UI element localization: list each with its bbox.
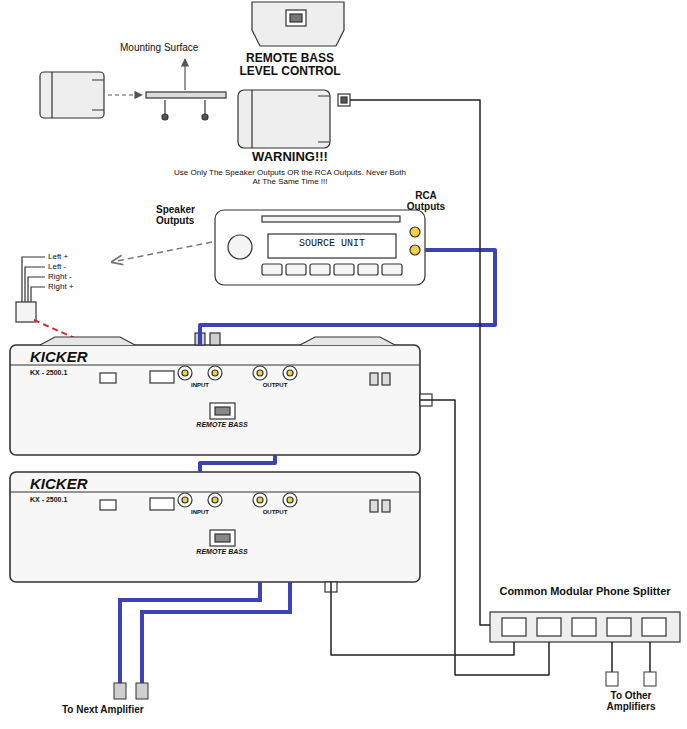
phone-splitter-body <box>490 612 680 642</box>
wire-label: Right - <box>48 272 72 281</box>
wire-label: Left + <box>48 252 68 261</box>
port-label: Speaker Outputs <box>156 204 212 226</box>
speaker-output-arrow <box>112 242 212 262</box>
source-unit-body <box>215 210 425 285</box>
speaker-harness <box>16 257 45 322</box>
port-label: REMOTE BASS <box>196 548 248 555</box>
remote-bass-control: REMOTE BASS LEVEL CONTROL <box>230 52 350 152</box>
phone-cable <box>612 642 650 672</box>
node-heading: Common Modular Phone Splitter <box>490 585 680 597</box>
source-unit: SOURCE UNIT <box>215 210 425 285</box>
port-label: INPUT <box>172 382 228 389</box>
port-label: RCA Outputs <box>398 190 454 212</box>
phone-cable <box>331 582 514 655</box>
rca-cable <box>120 582 290 685</box>
amplifier-body <box>10 472 420 592</box>
port-label: REMOTE BASS <box>196 421 248 428</box>
port-label: OUTPUT <box>247 382 303 389</box>
phone-plug <box>606 672 656 686</box>
wire-label: Left - <box>48 262 66 271</box>
mounting-detail <box>40 59 226 120</box>
amplifier: KICKER KX - 2500.1INPUT OUTPUT REMOTE BASS <box>10 345 420 455</box>
model-number: KX - 2500.1 <box>30 496 67 504</box>
rca-cable <box>200 250 495 345</box>
amplifier-body <box>10 333 432 455</box>
warning-heading: WARNING!!! <box>190 150 390 165</box>
phone-cable <box>420 400 549 675</box>
wire-label: Right + <box>48 282 74 291</box>
rca-plug <box>114 683 148 699</box>
mount-bracket <box>252 2 344 46</box>
model-number: KX - 2500.1 <box>30 369 67 377</box>
phone-splitter: Common Modular Phone Splitter <box>490 585 680 642</box>
rca-cable <box>200 455 275 472</box>
cable-note: To Next Amplifier <box>62 704 144 716</box>
remote-control-body <box>238 90 350 148</box>
node-heading: REMOTE BASS LEVEL CONTROL <box>230 52 350 78</box>
port-label: INPUT <box>172 509 228 516</box>
warning-note: Use Only The Speaker Outputs OR the RCA … <box>170 168 410 186</box>
part-label: Mounting Surface <box>120 42 198 54</box>
cable-note: To Other Amplifiers <box>585 690 677 712</box>
display-text: SOURCE UNIT <box>268 238 396 250</box>
brand-name: KICKER <box>30 475 88 492</box>
brand-name: KICKER <box>30 348 88 365</box>
amplifier: KICKER KX - 2500.1INPUT OUTPUT REMOTE BASS <box>10 472 420 582</box>
port-label: OUTPUT <box>247 509 303 516</box>
phone-cable <box>350 100 490 625</box>
